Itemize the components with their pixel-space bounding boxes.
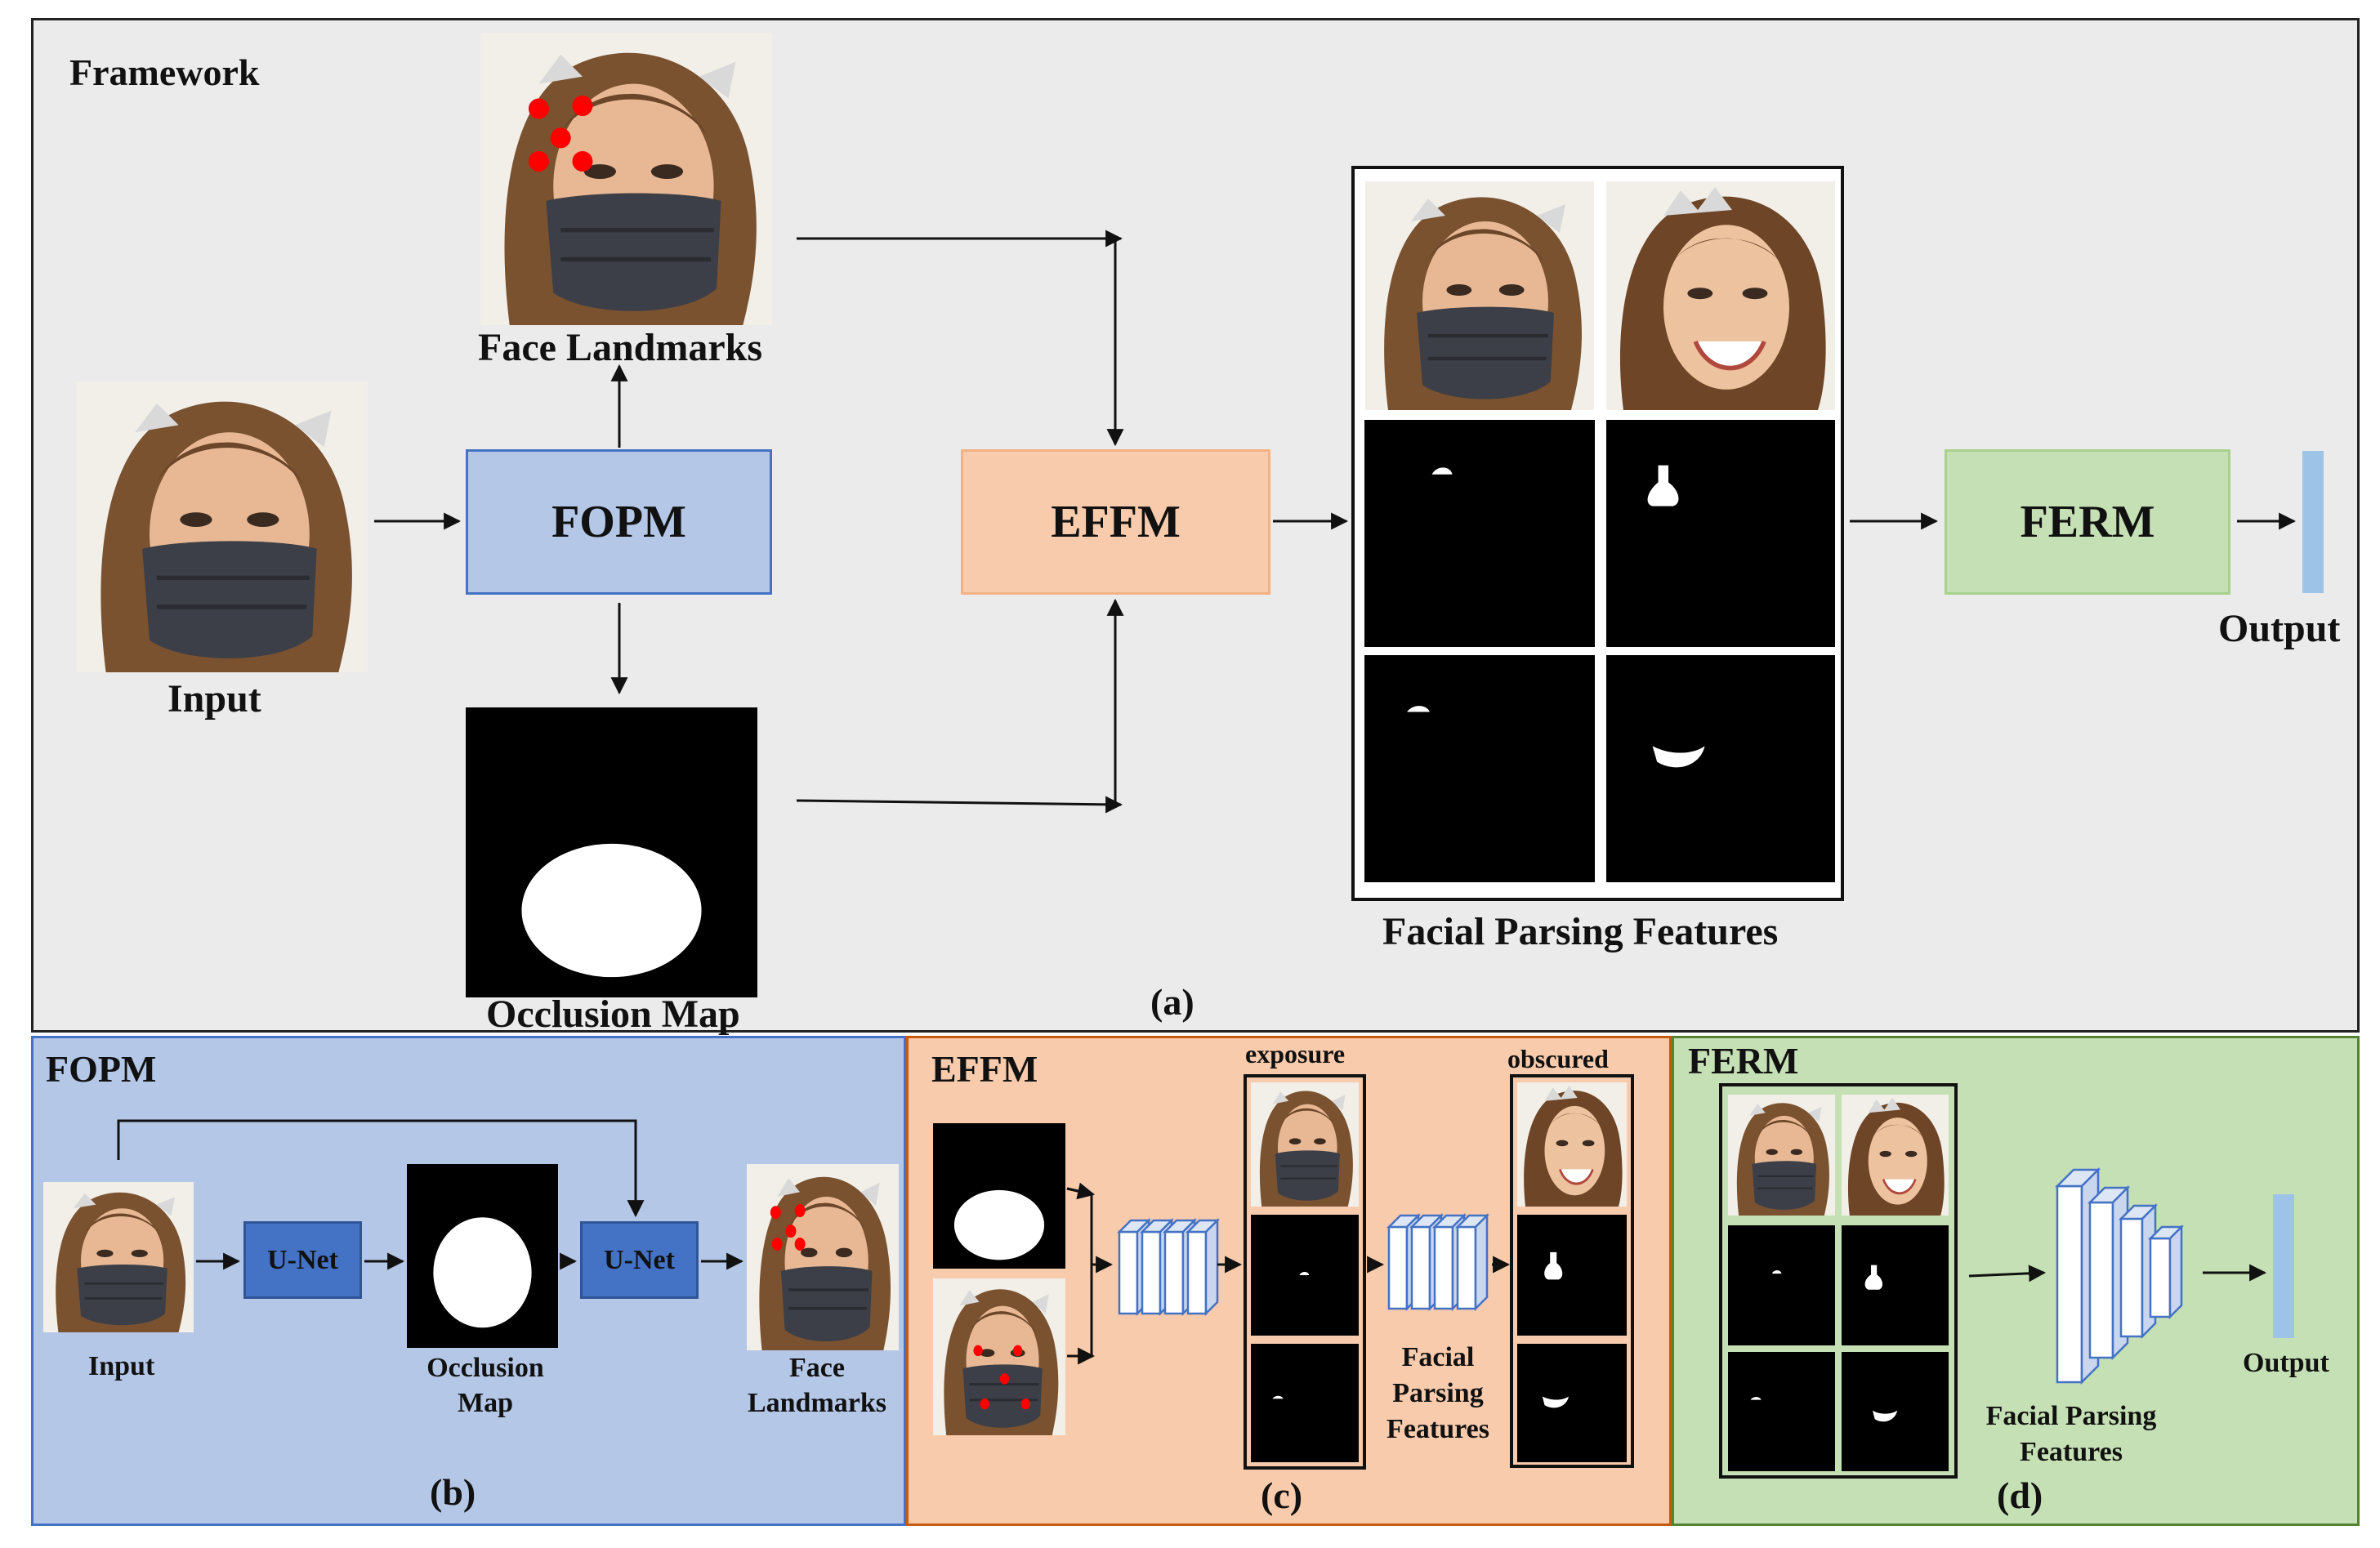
parsing-mask-2 — [1606, 420, 1835, 647]
fopm-input-label: Input — [88, 1351, 155, 1381]
parsing-mask-1 — [1364, 420, 1595, 647]
fopm-landmarks-label-line1: Face — [789, 1353, 845, 1383]
output-bar — [2302, 451, 2324, 593]
fopm-input-image — [43, 1164, 194, 1350]
unet-1-label: U-Net — [267, 1244, 338, 1275]
input-label: Input — [167, 677, 261, 720]
ferm-label: FERM — [2020, 497, 2155, 547]
effm-encoder-blocks — [1116, 1217, 1221, 1317]
fopm-landmarks-label: Face Landmarks — [731, 1351, 903, 1421]
ferm-mask-2 — [1842, 1225, 1949, 1345]
exposure-face — [1251, 1082, 1359, 1207]
fopm-occlusion-label-line2: Map — [458, 1387, 513, 1418]
exposure-label: exposure — [1245, 1039, 1346, 1068]
effm-landmarks-input — [933, 1278, 1065, 1435]
output-label: Output — [2218, 607, 2341, 650]
obscured-mask-1 — [1517, 1215, 1627, 1336]
caption-c: (c) — [1261, 1474, 1303, 1516]
caption-d: (d) — [1997, 1474, 2043, 1516]
parsing-smile-face — [1606, 181, 1835, 410]
obscured-frame — [1510, 1074, 1634, 1468]
unet-block-2: U-Net — [580, 1221, 699, 1299]
ferm-output-label: Output — [2243, 1348, 2329, 1378]
ferm-features-label-line2: Features — [2020, 1437, 2123, 1468]
effm-features-label-line2: Parsing — [1392, 1378, 1484, 1409]
ferm-smile-face — [1842, 1095, 1949, 1216]
effm-module-box: EFFM — [961, 449, 1270, 595]
parsing-mask-3 — [1364, 655, 1595, 882]
effm-label: EFFM — [1051, 497, 1181, 547]
obscured-label: obscured — [1507, 1044, 1609, 1073]
ferm-module-box: FERM — [1945, 449, 2230, 595]
fopm-detail-title: FOPM — [46, 1048, 157, 1090]
ferm-mask-1 — [1728, 1225, 1835, 1345]
occlusion-map-image — [466, 707, 757, 997]
fopm-module-box: FOPM — [466, 449, 772, 595]
exposure-mask-2 — [1251, 1344, 1359, 1462]
effm-detail-title: EFFM — [931, 1048, 1038, 1090]
obscured-mask-2 — [1517, 1344, 1627, 1462]
effm-features-label: Facial Parsing Features — [1381, 1340, 1495, 1448]
exposure-frame — [1244, 1074, 1366, 1470]
fopm-occlusion-label-line1: Occlusion — [426, 1353, 544, 1383]
parsing-mask-4 — [1606, 655, 1835, 882]
face-landmarks-label: Face Landmarks — [478, 326, 762, 369]
unet-2-label: U-Net — [604, 1244, 675, 1275]
caption-b: (b) — [430, 1471, 476, 1513]
face-landmarks-image — [480, 33, 772, 325]
caption-a: (a) — [1150, 981, 1194, 1023]
occlusion-map-label: Occlusion Map — [486, 993, 740, 1036]
fopm-occlusion-image — [407, 1164, 558, 1348]
effm-features-label-line3: Features — [1386, 1414, 1489, 1445]
ferm-mask-4 — [1842, 1352, 1949, 1471]
ferm-output-bar — [2273, 1194, 2294, 1338]
ferm-masked-face — [1728, 1095, 1835, 1216]
ferm-network-blocks — [2054, 1167, 2185, 1385]
framework-title: Framework — [69, 51, 260, 93]
effm-features-label-line1: Facial — [1401, 1342, 1475, 1372]
exposure-mask-1 — [1251, 1215, 1359, 1336]
ferm-features-label: Facial Parsing Features — [1961, 1399, 2181, 1470]
fopm-landmarks-image — [747, 1164, 899, 1350]
effm-occlusion-input — [933, 1123, 1065, 1269]
unet-block-1: U-Net — [243, 1221, 362, 1299]
fopm-occlusion-label: Occlusion Map — [417, 1351, 554, 1421]
ferm-mask-3 — [1728, 1352, 1835, 1471]
obscured-face — [1517, 1082, 1627, 1207]
effm-decoder-blocks — [1386, 1212, 1490, 1312]
fopm-label: FOPM — [551, 497, 686, 547]
input-face-image — [77, 380, 368, 674]
facial-parsing-label: Facial Parsing Features — [1382, 910, 1779, 953]
ferm-features-frame — [1719, 1083, 1958, 1479]
parsing-masked-face — [1364, 181, 1595, 410]
ferm-features-label-line1: Facial Parsing — [1985, 1401, 2157, 1431]
ferm-detail-title: FERM — [1688, 1040, 1799, 1082]
fopm-landmarks-label-line2: Landmarks — [747, 1387, 887, 1418]
